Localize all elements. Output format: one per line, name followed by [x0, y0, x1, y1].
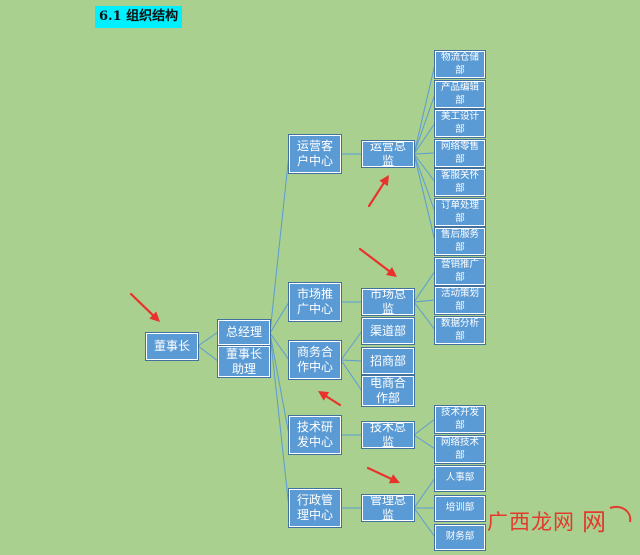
section-heading: 6.1 组织结构	[95, 6, 183, 28]
node-hr-dept: 人事部	[435, 466, 485, 491]
watermark-logo-icon: 网	[582, 506, 632, 536]
node-data-analysis-dept: 数据分析部	[435, 317, 485, 344]
node-retail-dept: 网络零售部	[435, 140, 485, 167]
connector-ops-dept-4	[413, 153, 436, 183]
connector-ops-dept-0	[413, 63, 436, 155]
annotation-arrow-mgmt-director	[366, 466, 400, 484]
node-admin-center: 行政管理中心	[289, 489, 341, 527]
annotation-arrow-mkt-director	[358, 247, 397, 277]
connector-mkt-dept-0	[413, 270, 436, 303]
node-mkt-center: 市场推广中心	[289, 283, 341, 321]
annotation-arrow-chairman	[129, 292, 160, 322]
node-biz-center: 商务合作中心	[289, 341, 341, 379]
connector-ops-dept-2	[413, 122, 436, 155]
annotation-arrow-ops-director	[367, 175, 389, 208]
node-ecommerce-dept: 电商合作部	[362, 376, 414, 406]
connector-gm-ops	[269, 153, 290, 334]
connector-gm-biz	[269, 332, 290, 361]
node-ops-center: 运营客户中心	[289, 135, 341, 173]
connector-ops-dept-1	[413, 93, 436, 155]
node-chairman-assistant: 董事长助理	[218, 346, 270, 377]
connector-mgmt-dept-0	[413, 477, 436, 509]
connector-mkt-dept-1	[413, 299, 436, 303]
node-customer-care-dept: 客服关怀部	[435, 169, 485, 196]
node-investment-dept: 招商部	[362, 348, 414, 374]
node-marketing-dept: 营销推广部	[435, 258, 485, 285]
node-training-dept: 培训部	[435, 496, 485, 521]
node-order-dept: 订单处理部	[435, 199, 485, 226]
connector-chairman-gm	[197, 331, 219, 347]
connector-mgmt-dept-2	[413, 507, 436, 538]
node-design-dept: 美工设计部	[435, 110, 485, 137]
node-mkt-director: 市场总监	[362, 289, 414, 315]
node-ops-director: 运营总监	[362, 141, 414, 167]
watermark-text: 广西龙网	[487, 510, 575, 534]
connector-ops-dept-5	[413, 153, 436, 213]
connector-tech-dept-1	[413, 434, 436, 450]
node-chairman: 董事长	[146, 333, 198, 360]
node-after-sales-dept: 售后服务部	[435, 228, 485, 255]
connector-mkt-dept-2	[413, 301, 436, 331]
connector-gm-mkt	[269, 301, 290, 334]
connector-biz-center-investment	[340, 359, 363, 362]
connector-biz-center-channel	[340, 330, 363, 361]
node-event-dept: 活动策划部	[435, 287, 485, 314]
node-channel-dept: 渠道部	[362, 318, 414, 344]
connector-tech-dept-0	[413, 418, 436, 436]
node-network-tech-dept: 网络技术部	[435, 436, 485, 463]
connector-ops-dept-3	[413, 152, 436, 155]
svg-text:网: 网	[582, 508, 606, 536]
node-mgmt-director: 管理总监	[362, 495, 414, 521]
connector-gm-tech	[269, 332, 290, 436]
node-product-edit-dept: 产品编辑部	[435, 81, 485, 108]
connector-chairman-assistant	[197, 345, 219, 362]
connector-ops-dept-6	[413, 153, 436, 242]
node-tech-director: 技术总监	[362, 422, 414, 448]
node-tech-dev-dept: 技术开发部	[435, 406, 485, 433]
connector-biz-center-ecommerce	[340, 359, 363, 392]
node-logistics-dept: 物流仓储部	[435, 51, 485, 78]
connector-gm-admin	[269, 332, 290, 509]
node-tech-center: 技术研发中心	[289, 416, 341, 454]
node-general-manager: 总经理	[218, 320, 270, 345]
annotation-arrow-biz-center	[318, 391, 342, 407]
node-finance-dept: 财务部	[435, 525, 485, 550]
